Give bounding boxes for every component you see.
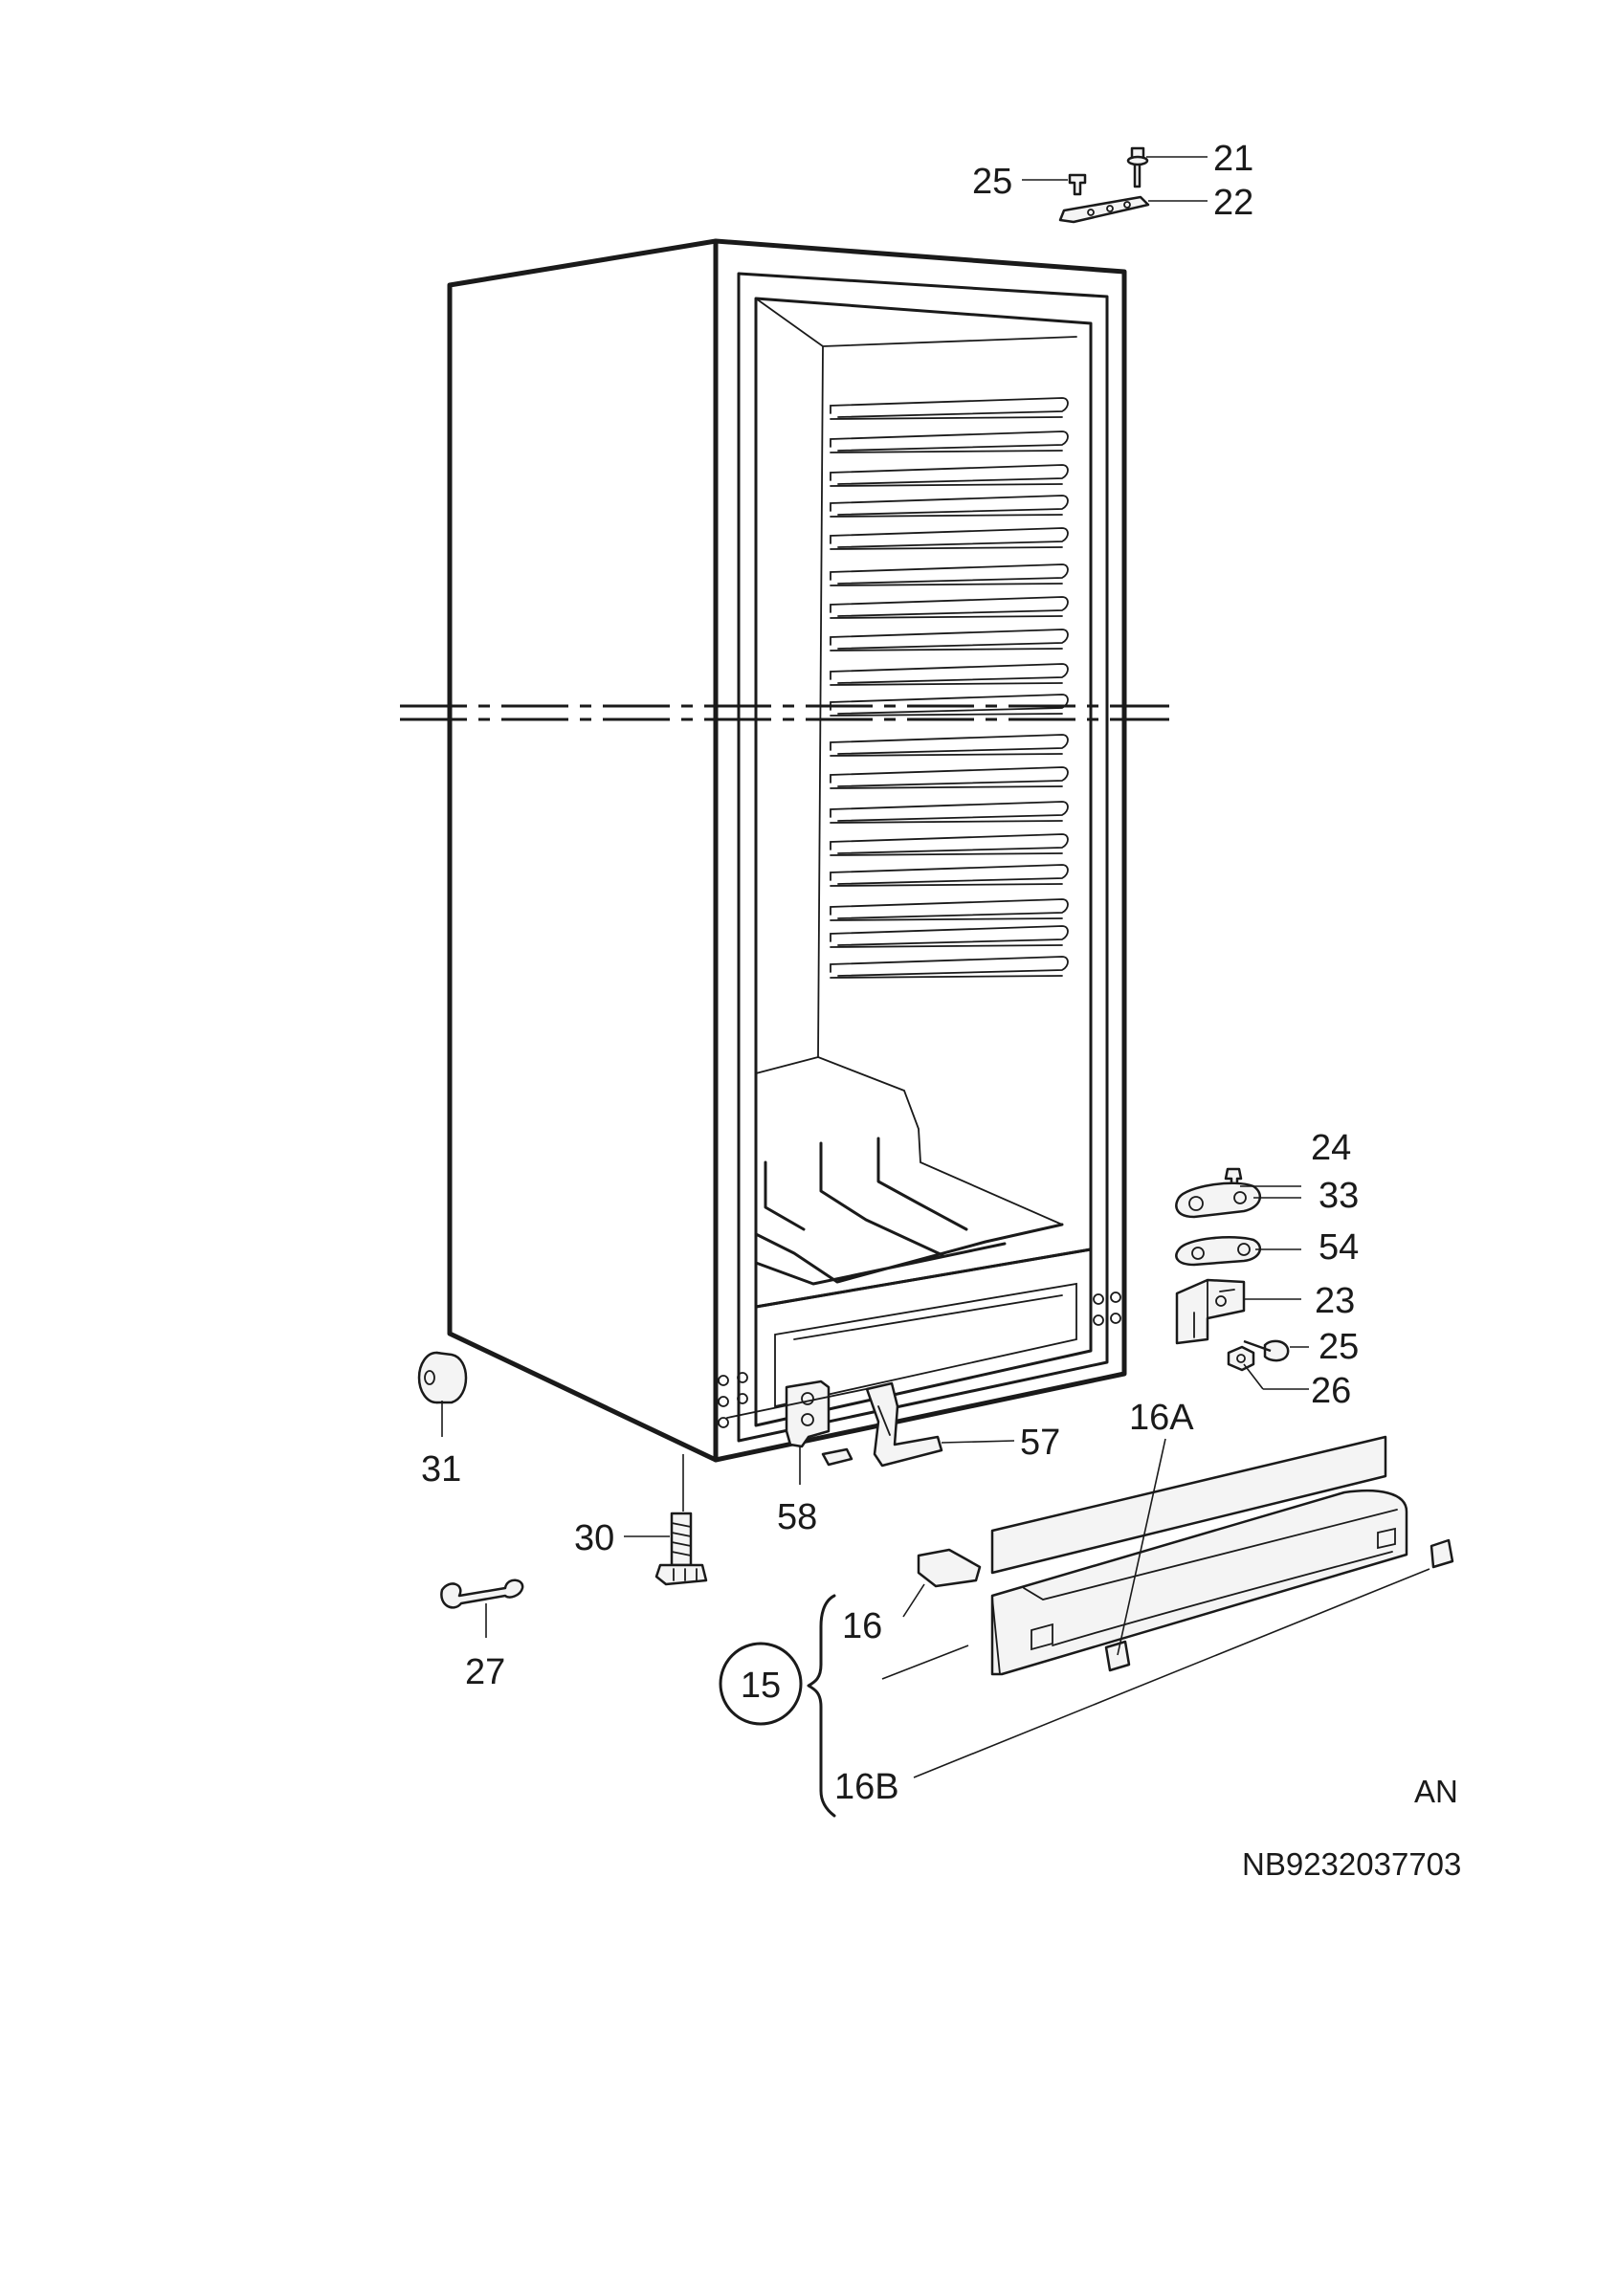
- shelf-rail: [830, 663, 1069, 686]
- shelf-rail: [830, 563, 1069, 586]
- adjustable-foot-30: [654, 1512, 708, 1586]
- feet-and-tools: [417, 1351, 708, 1609]
- callout-54: 54: [1319, 1227, 1359, 1268]
- shelf-rail: [830, 397, 1069, 420]
- callout-58: 58: [777, 1497, 817, 1537]
- shelf-rail: [830, 694, 1069, 717]
- cabinet-plinth-compartment: [754, 1247, 1093, 1427]
- shelf-rail: [830, 833, 1069, 856]
- lower-hinge-parts: [726, 1380, 943, 1468]
- shelf-rail: [830, 956, 1069, 979]
- top-hinge-assembly: [1058, 146, 1150, 224]
- callout-16: 16: [842, 1606, 882, 1646]
- cabinet-break-line: [400, 704, 1169, 721]
- callout-21: 21: [1213, 139, 1253, 179]
- cabinet-front-frame: [713, 238, 1127, 1463]
- shelf-rail: [830, 801, 1069, 824]
- kick-plate-assembly: [917, 1435, 1454, 1676]
- kick-plate-rear-panel: [990, 1435, 1387, 1575]
- callout-33: 33: [1319, 1176, 1359, 1216]
- shelf-rail: [830, 464, 1069, 487]
- lower-hinge-screw: [821, 1447, 853, 1467]
- callout-23: 23: [1315, 1281, 1355, 1321]
- group-bracket-15: [807, 1594, 836, 1818]
- bottom-hinge-parts: [1175, 1167, 1290, 1372]
- cabinet-front-rim: [737, 272, 1109, 1443]
- callout-30: 30: [574, 1518, 614, 1558]
- callout-labels: 21 22 25 24 33 54 23 25 26 57 16A 31 58 …: [421, 139, 1359, 1807]
- frame-holes: [718, 1292, 1121, 1428]
- shelf-rail: [830, 596, 1069, 619]
- cabinet-liner-back-wall: [755, 298, 1077, 1225]
- shelf-rail: [830, 495, 1069, 518]
- cabinet-body: [447, 238, 1127, 1463]
- top-hinge-plate: [1058, 195, 1150, 224]
- callout-16B: 16B: [834, 1767, 899, 1807]
- evaporator-tubes: [754, 1137, 1064, 1286]
- callout-25-mid: 25: [1319, 1327, 1359, 1367]
- callout-16A: 16A: [1129, 1398, 1194, 1438]
- shelf-rail: [830, 898, 1069, 921]
- callout-15: 15: [741, 1666, 781, 1706]
- kick-plate-slot-right: [1377, 1527, 1396, 1550]
- callout-24: 24: [1311, 1128, 1351, 1168]
- group-circle-15: [719, 1642, 803, 1726]
- callout-25-top: 25: [972, 162, 1012, 202]
- plinth-inner: [774, 1282, 1077, 1408]
- shelf-rail: [830, 430, 1069, 453]
- variant-code: AN: [1414, 1774, 1458, 1809]
- end-cap-16B: [1430, 1538, 1454, 1569]
- callout-26: 26: [1311, 1371, 1351, 1411]
- spacer-31: [417, 1351, 468, 1404]
- callout-57: 57: [1020, 1423, 1060, 1463]
- shelf-rail: [830, 925, 1069, 948]
- callout-27: 27: [465, 1652, 505, 1692]
- kick-plate-slot-left: [1031, 1623, 1053, 1651]
- callout-22: 22: [1213, 183, 1253, 223]
- leader-lines: [441, 156, 1430, 1778]
- callout-31: 31: [421, 1449, 461, 1490]
- hinge-screw-25: [1243, 1339, 1290, 1362]
- hinge-cover-57: [865, 1381, 943, 1468]
- wrench-27: [440, 1578, 524, 1609]
- shelf-rails: [830, 397, 1069, 979]
- shelf-rail: [830, 766, 1069, 789]
- shelf-rail: [830, 527, 1069, 550]
- top-screw: [1068, 173, 1087, 196]
- drawing-id: NB9232037703: [1242, 1846, 1461, 1882]
- hinge-bracket-33: [1175, 1181, 1262, 1219]
- kick-plate-front: [990, 1489, 1408, 1676]
- clip-16: [917, 1548, 982, 1588]
- end-cap-16A: [1104, 1640, 1131, 1672]
- cabinet-side-panel: [447, 238, 719, 1463]
- shelf-rail: [830, 864, 1069, 887]
- shelf-rail: [830, 629, 1069, 651]
- top-hinge-pin: [1130, 146, 1145, 188]
- shelf-rail: [830, 734, 1069, 757]
- hinge-nut-26: [1227, 1345, 1255, 1372]
- hinge-washer-54: [1175, 1235, 1262, 1267]
